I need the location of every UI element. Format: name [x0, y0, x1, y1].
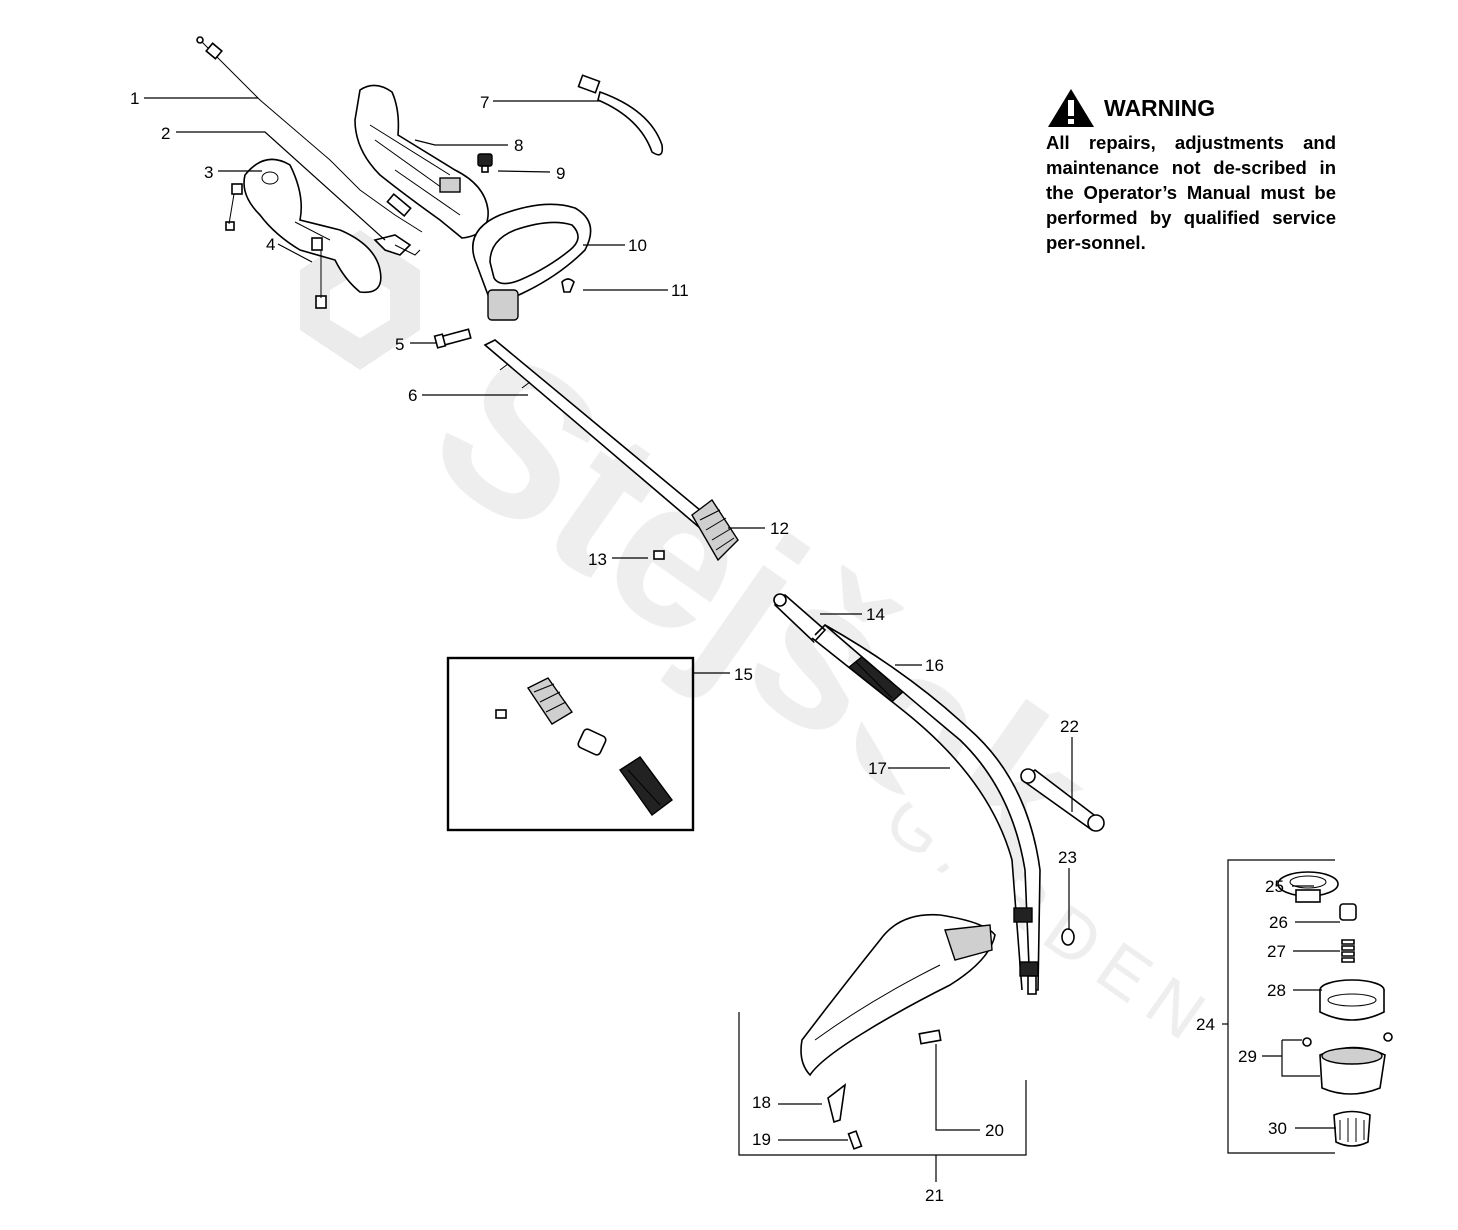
- part-14-coupler-end: [773, 593, 827, 644]
- callout-28: 28: [1267, 981, 1286, 1000]
- part-19-screw: [847, 1130, 863, 1150]
- callout-2: 2: [161, 124, 170, 143]
- callout-numbers: 1 2 3 4 5 6 7 8 9 10 11 12 13 14 15 16 1…: [130, 89, 1288, 1205]
- callout-1: 1: [130, 89, 139, 108]
- callout-27: 27: [1267, 942, 1286, 961]
- part-7-wire: [577, 74, 664, 156]
- part-2-throttle-trigger: [373, 234, 421, 256]
- callout-8: 8: [514, 136, 523, 155]
- part-21-guard: [800, 913, 996, 1077]
- callout-24: 24: [1196, 1015, 1215, 1034]
- part-1-throttle-cable: [196, 36, 423, 233]
- callout-26: 26: [1269, 913, 1288, 932]
- warning-text: All repairs, adjustments and maintenance…: [1046, 132, 1336, 253]
- part-12-coupler: [691, 498, 739, 562]
- part-20-bolt: [918, 1029, 942, 1045]
- callout-22: 22: [1060, 717, 1079, 736]
- part-13-screw: [653, 550, 665, 560]
- callout-21: 21: [925, 1186, 944, 1205]
- part-30-knob: [1333, 1110, 1371, 1147]
- part-15-kit-box: [446, 656, 695, 832]
- part-22-wrench: [1020, 768, 1105, 832]
- callout-11: 11: [671, 281, 689, 300]
- part-5-bolt: [433, 328, 472, 349]
- callout-5: 5: [395, 335, 404, 354]
- part-8-handle-housing: [354, 84, 489, 239]
- part-11-wing-nut: [561, 278, 575, 293]
- part-26-eyelet: [1339, 903, 1357, 921]
- part-29-housing: [1302, 1032, 1393, 1095]
- callout-9: 9: [556, 164, 565, 183]
- part-17-lower-shaft: [811, 623, 1041, 995]
- part-18-blade: [827, 1083, 847, 1124]
- callout-16: 16: [925, 656, 944, 675]
- callout-7: 7: [480, 93, 489, 112]
- callout-14: 14: [866, 605, 885, 624]
- callout-4: 4: [266, 235, 275, 254]
- callout-3: 3: [204, 163, 213, 182]
- callout-19: 19: [752, 1130, 771, 1149]
- part-23-nut: [1061, 928, 1075, 946]
- part-28-spool: [1319, 979, 1385, 1021]
- part-3-handle-housing: [243, 158, 382, 294]
- leader-lines: [144, 97, 1340, 1182]
- watermark: Stejšek GARDEN: [300, 230, 1230, 1062]
- callout-25: 25: [1265, 877, 1284, 896]
- callout-6: 6: [408, 386, 417, 405]
- callout-23: 23: [1058, 848, 1077, 867]
- callout-20: 20: [985, 1121, 1004, 1140]
- warning-title: WARNING: [1104, 94, 1216, 121]
- part-25-cover: [1277, 871, 1339, 903]
- part-27-spring: [1341, 939, 1355, 963]
- callout-13: 13: [588, 550, 607, 569]
- part-4-screws: [225, 183, 327, 309]
- part-10-loop-handle: [472, 203, 592, 321]
- callout-12: 12: [770, 519, 789, 538]
- warning-box: WARNING All repairs, adjustments and mai…: [1046, 86, 1336, 255]
- callout-10: 10: [628, 236, 647, 255]
- callout-18: 18: [752, 1093, 771, 1112]
- callout-29: 29: [1238, 1047, 1257, 1066]
- warning-triangle-icon: [1048, 89, 1094, 127]
- warning-header: WARNING: [1046, 86, 1336, 130]
- callout-30: 30: [1268, 1119, 1287, 1138]
- callout-15: 15: [734, 665, 753, 684]
- callout-17: 17: [868, 759, 887, 778]
- part-9-knob: [477, 153, 493, 173]
